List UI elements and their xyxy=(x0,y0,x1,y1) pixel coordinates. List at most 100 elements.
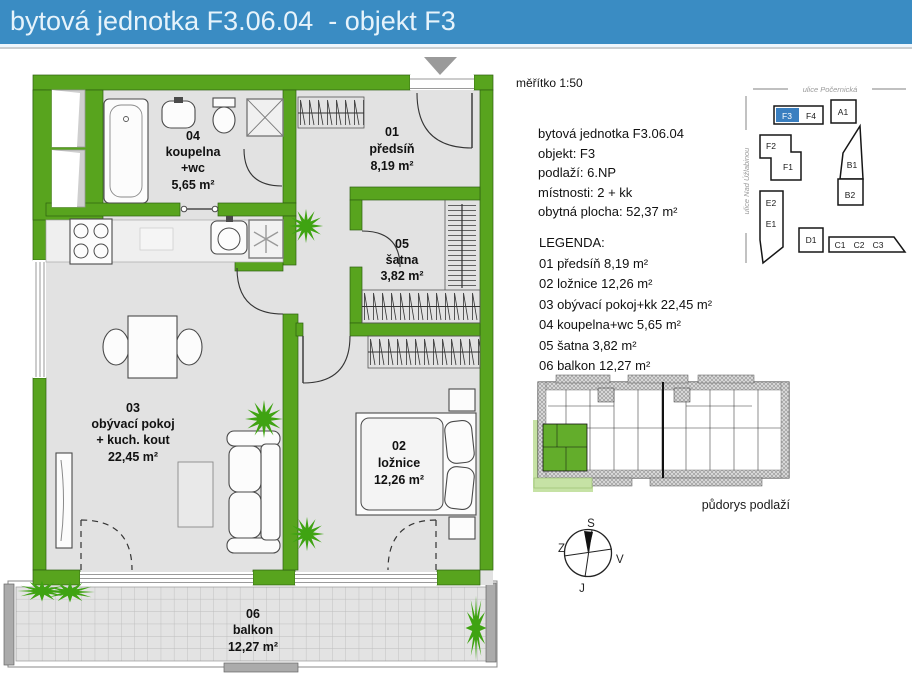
living-balcony-door xyxy=(80,519,133,571)
room-06-label: 12,27 m² xyxy=(228,640,278,654)
svg-text:E2: E2 xyxy=(766,198,777,208)
building-f2-f1: F2 F1 xyxy=(759,134,802,181)
legend: LEGENDA: 01 předsíň 8,19 m² 02 ložnice 1… xyxy=(539,233,712,377)
balcony-tab xyxy=(649,477,763,487)
svg-text:D1: D1 xyxy=(806,235,817,245)
room-labels: 04 koupelna +wc 5,65 m² 01 předsíň 8,19 … xyxy=(91,125,424,654)
svg-text:F2: F2 xyxy=(766,141,776,151)
room-02-label: ložnice xyxy=(378,456,420,470)
legend-item: 06 balkon 12,27 m² xyxy=(539,358,651,373)
nightstand xyxy=(448,516,476,540)
room-04-label: koupelna xyxy=(166,145,222,159)
coat-rack xyxy=(297,96,365,129)
north-needle-icon xyxy=(584,531,593,553)
building-b1-b2: B1 B2 xyxy=(837,123,864,206)
room-03-living xyxy=(45,216,284,571)
page-title: bytová jednotka F3.06.04 - objekt F3 xyxy=(0,0,912,44)
room-04-bathroom xyxy=(103,97,284,213)
room-01-label: 8,19 m² xyxy=(370,159,413,173)
room-03-label: 22,45 m² xyxy=(108,450,158,464)
pillow xyxy=(444,466,475,511)
legend-item: 03 obývací pokoj+kk 22,45 m² xyxy=(539,296,713,312)
svg-text:C3: C3 xyxy=(873,240,884,250)
balcony-tab xyxy=(555,374,611,384)
pillow xyxy=(444,419,475,464)
washbasin xyxy=(161,97,196,129)
building-e2-e1: E2 E1 xyxy=(759,190,784,265)
building-f3-highlight xyxy=(776,108,799,122)
svg-text:F3: F3 xyxy=(782,111,792,121)
balcony-tab xyxy=(627,374,689,384)
fridge xyxy=(248,219,284,259)
street-label-top: ulice Počernická xyxy=(803,85,858,94)
svg-text:C1: C1 xyxy=(835,240,846,250)
washing-machine xyxy=(246,98,284,137)
building-a1: A1 xyxy=(830,99,857,124)
room-02-bedroom xyxy=(289,335,481,571)
legend-item: 01 předsíň 8,19 m² xyxy=(539,255,649,271)
compass-rose: S V J Z xyxy=(558,518,624,595)
legend-item: 02 ložnice 12,26 m² xyxy=(539,276,653,291)
room-06-label: 06 xyxy=(246,607,260,621)
tv xyxy=(55,452,73,549)
legend-item: 05 šatna 3,82 m² xyxy=(539,337,637,353)
legend-title: LEGENDA: xyxy=(539,235,605,250)
entrance-marker-icon xyxy=(424,57,457,75)
bathroom-threshold xyxy=(180,205,219,213)
chair xyxy=(102,328,130,366)
room-04-label: +wc xyxy=(181,161,205,175)
bathroom-door xyxy=(243,148,283,187)
balcony-tab xyxy=(697,374,755,384)
scale-label: měřítko 1:50 xyxy=(516,76,583,90)
closet-door xyxy=(361,230,401,268)
living-room-door xyxy=(236,267,284,315)
kitchen-sink xyxy=(210,216,248,255)
room-05-label: 3,82 m² xyxy=(380,269,423,283)
balcony-post xyxy=(3,583,15,666)
room-03-label: 03 xyxy=(126,401,140,415)
dining-table xyxy=(102,315,203,379)
chair xyxy=(175,328,203,366)
info-area: obytná plocha: 52,37 m² xyxy=(538,204,678,219)
building-f3-f4: F3 F4 xyxy=(773,105,824,125)
bedroom-door xyxy=(302,335,351,384)
site-map: ulice Počernická ulice Nad Úžlabinou F3 … xyxy=(742,85,907,265)
floor-plan: 04 koupelna +wc 5,65 m² 01 předsíň 8,19 … xyxy=(3,57,498,673)
coffee-table xyxy=(177,461,214,528)
svg-text:F1: F1 xyxy=(783,162,793,172)
windows xyxy=(33,75,474,585)
svg-text:F4: F4 xyxy=(806,111,816,121)
balcony xyxy=(3,580,498,673)
overview-caption: půdorys podlaží xyxy=(702,498,791,512)
nightstand xyxy=(448,388,476,412)
room-05-label: šatna xyxy=(386,253,420,267)
wardrobe xyxy=(447,203,477,288)
svg-text:B1: B1 xyxy=(847,160,858,170)
room-05-label: 05 xyxy=(395,237,409,251)
room-03-label: obývací pokoj xyxy=(91,417,174,431)
compass-east: V xyxy=(616,554,624,566)
svg-text:A1: A1 xyxy=(838,107,849,117)
balcony-tiles xyxy=(15,586,490,662)
svg-text:E1: E1 xyxy=(766,219,777,229)
toilet xyxy=(212,97,236,134)
compass-south: J xyxy=(579,583,585,595)
room-04-label: 5,65 m² xyxy=(171,178,214,192)
room-01-label: 01 xyxy=(385,125,399,139)
street-label-left: ulice Nad Úžlabinou xyxy=(742,147,751,215)
room-02-label: 12,26 m² xyxy=(374,473,424,487)
floor-overview: půdorys podlaží xyxy=(533,374,791,512)
building-c1-c2-c3: C1 C2 C3 xyxy=(828,236,907,253)
entry-door xyxy=(416,92,473,149)
highlighted-unit xyxy=(542,423,588,472)
sofa xyxy=(226,430,281,554)
info-rooms: místnosti: 2 + kk xyxy=(538,184,633,200)
info-floor: podlaží: 6.NP xyxy=(538,165,617,180)
room-01-label: předsíň xyxy=(369,142,414,156)
info-unit: bytová jednotka F3.06.04 xyxy=(538,126,684,141)
room-04-label: 04 xyxy=(186,129,200,143)
room-06-label: balkon xyxy=(233,623,273,637)
compass-west: Z xyxy=(558,543,565,555)
unit-info: bytová jednotka F3.06.04 objekt: F3 podl… xyxy=(538,124,684,222)
shaft xyxy=(51,89,86,208)
